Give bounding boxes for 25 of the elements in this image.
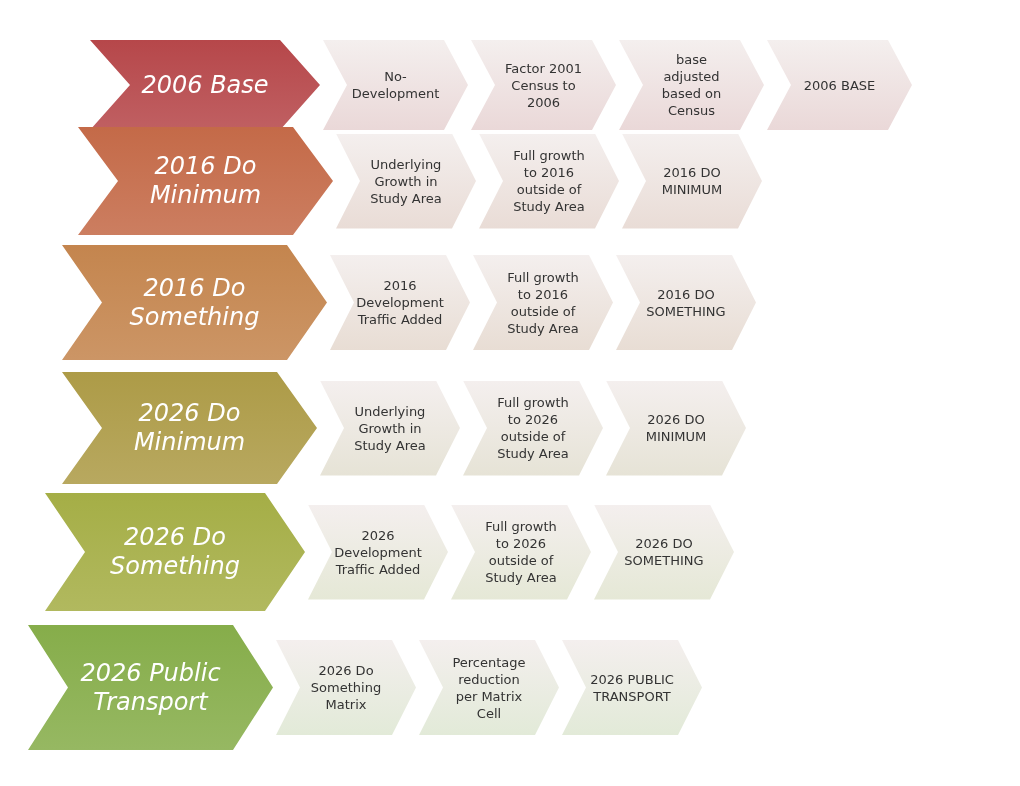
scenario-label: 2026 Public Transport [79, 658, 222, 717]
step-label: Underlying Growth in Study Area [369, 155, 443, 207]
step-label: 2026 Development Traffic Added [334, 526, 422, 578]
step-label: Full growth to 2016 outside of Study Area [512, 147, 586, 215]
step-label: 2006 BASE [803, 76, 876, 94]
step-label: base adjusted based on Census [660, 51, 723, 119]
step-label: 2026 DO SOMETHING [623, 535, 705, 569]
step-label: Full growth to 2016 outside of Study Area [506, 268, 580, 337]
step-label: Factor 2001 Census to 2006 [504, 59, 583, 111]
step-label: 2026 DO MINIMUM [644, 411, 708, 445]
scenario-label: 2016 Do Something [128, 273, 261, 332]
step-label: 2026 PUBLIC TRANSPORT [590, 670, 674, 705]
step-label: 2026 Do Something Matrix [309, 662, 383, 713]
scenario-label: 2026 Do Minimum [132, 399, 247, 457]
step-label: Underlying Growth in Study Area [353, 402, 427, 454]
step-label: Percentage reduction per Matrix Cell [451, 653, 527, 722]
scenario-label: 2016 Do Minimum [148, 152, 263, 210]
step-label: Full growth to 2026 outside of Study Area [484, 518, 558, 586]
step-label: No-Development [351, 68, 440, 102]
step-label: Full growth to 2026 outside of Study Area [496, 394, 570, 462]
step-label: 2016 DO SOMETHING [645, 285, 727, 320]
step-label: 2016 Development Traffic Added [356, 277, 444, 328]
scenario-label: 2006 Base [141, 70, 269, 100]
step-label: 2016 DO MINIMUM [660, 164, 724, 198]
scenario-label: 2026 Do Something [109, 523, 241, 581]
